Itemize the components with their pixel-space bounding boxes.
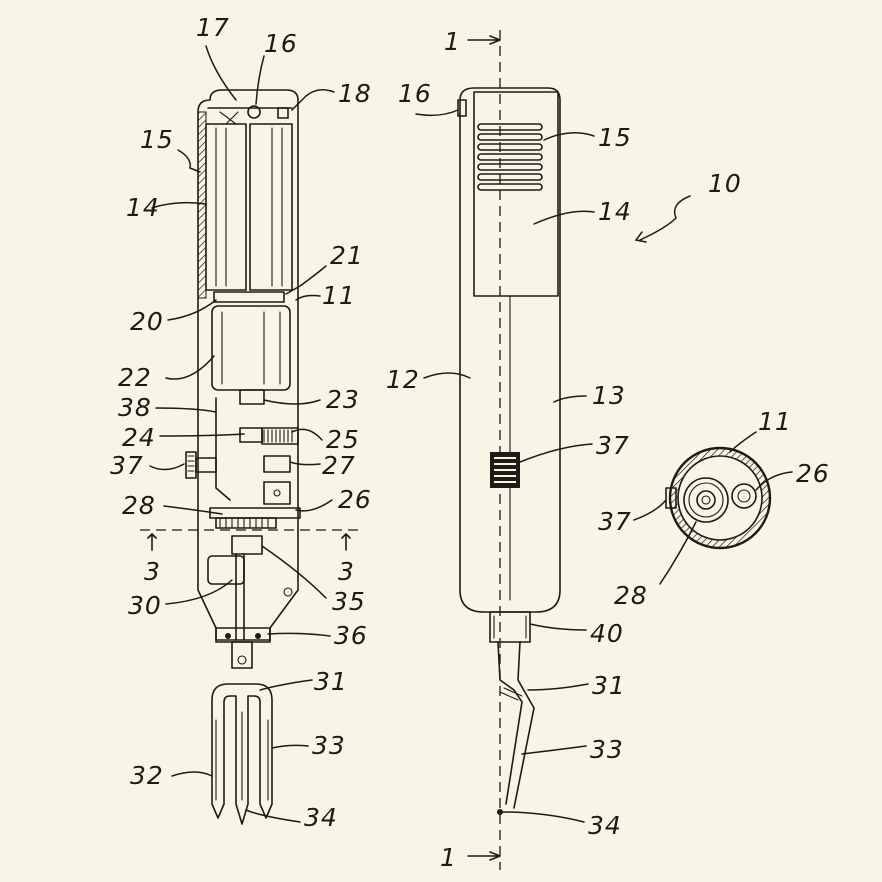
label-34-fig2: 34 (588, 811, 622, 840)
label-15-fig2: 15 (598, 123, 632, 152)
label-11: 11 (322, 281, 356, 310)
label-38: 38 (118, 393, 152, 422)
label-3-right: 3 (338, 557, 355, 586)
label-18: 18 (338, 79, 372, 108)
bearing-block (263, 481, 291, 505)
label-37-fig2: 37 (596, 431, 630, 460)
label-33: 33 (312, 731, 346, 760)
section-arrow-top (467, 35, 501, 45)
label-1-bottom: 1 (440, 843, 457, 872)
label-35: 35 (332, 587, 366, 616)
fork-33 (211, 683, 273, 825)
label-32: 32 (130, 761, 164, 790)
label-13: 13 (592, 381, 626, 410)
battery-right (249, 123, 293, 291)
pinion-24 (239, 427, 263, 443)
label-37-fig3: 37 (598, 507, 632, 536)
label-31: 31 (314, 667, 348, 696)
label-25: 25 (326, 425, 360, 454)
label-14: 14 (126, 193, 160, 222)
tip-34 (497, 809, 503, 815)
label-30: 30 (128, 591, 162, 620)
label-33-fig2: 33 (590, 735, 624, 764)
contacts-20-21 (213, 291, 285, 303)
label-16: 16 (264, 29, 298, 58)
label-12: 12 (386, 365, 420, 394)
switch-lever-38 (215, 397, 231, 501)
grip-ribs-15 (477, 123, 543, 191)
label-34: 34 (304, 803, 338, 832)
section-arrow-right (341, 533, 351, 551)
gear-28-section (683, 477, 729, 523)
motor-shaft-23 (239, 389, 265, 405)
battery-compartment-14 (473, 91, 559, 297)
switch-body (195, 457, 217, 473)
section-arrow-left (147, 533, 157, 551)
label-1-top: 1 (444, 27, 461, 56)
tine-33-side (513, 641, 535, 809)
label-24: 24 (122, 423, 156, 452)
section-arrow-bottom (467, 851, 501, 861)
label-36: 36 (334, 621, 368, 650)
label-28-fig3: 28 (614, 581, 648, 610)
fig1-sectional-view (140, 89, 360, 825)
label-27: 27 (322, 451, 356, 480)
gear-28 (215, 517, 277, 529)
tool-shank-31 (231, 641, 253, 669)
label-26: 26 (338, 485, 372, 514)
label-16-fig2: 16 (398, 79, 432, 108)
label-40: 40 (590, 619, 624, 648)
fig1-labels: 17 16 18 15 14 21 11 20 22 23 38 24 25 3… (110, 13, 372, 832)
label-17: 17 (196, 13, 230, 42)
fig3-cross-section (665, 446, 772, 550)
shank-31-side (497, 641, 523, 805)
label-23: 23 (326, 385, 360, 414)
label-21: 21 (330, 241, 364, 270)
label-14-fig2: 14 (598, 197, 632, 226)
housing-outline (197, 89, 299, 641)
label-10: 10 (708, 169, 742, 198)
contact-16-exterior (457, 99, 467, 117)
contact-18 (277, 107, 289, 119)
gear-plate-26 (209, 507, 301, 519)
fig2-side-view (457, 30, 561, 870)
motor-22 (211, 305, 291, 391)
label-15: 15 (140, 125, 174, 154)
fig2-labels: 1 16 15 10 14 12 13 37 40 31 33 34 1 (386, 27, 742, 872)
spring-17 (219, 111, 239, 125)
label-11-fig3: 11 (758, 407, 792, 436)
label-37: 37 (110, 451, 144, 480)
collar-40 (489, 611, 531, 643)
label-3-left: 3 (144, 557, 161, 586)
cavity-30 (207, 555, 245, 585)
label-26-fig3: 26 (796, 459, 830, 488)
battery-left (205, 123, 247, 291)
contact-16 (247, 105, 261, 119)
label-31-fig2: 31 (592, 671, 626, 700)
fig3-labels: 11 26 37 28 (598, 407, 830, 610)
shaft-27 (263, 455, 291, 473)
gear-25 (261, 427, 299, 445)
cam-35 (231, 535, 263, 555)
housing-wall-hatched (197, 111, 207, 299)
gear-26-section (731, 483, 757, 509)
leader-lines (149, 45, 793, 823)
label-22: 22 (118, 363, 152, 392)
label-28: 28 (122, 491, 156, 520)
label-20: 20 (130, 307, 164, 336)
